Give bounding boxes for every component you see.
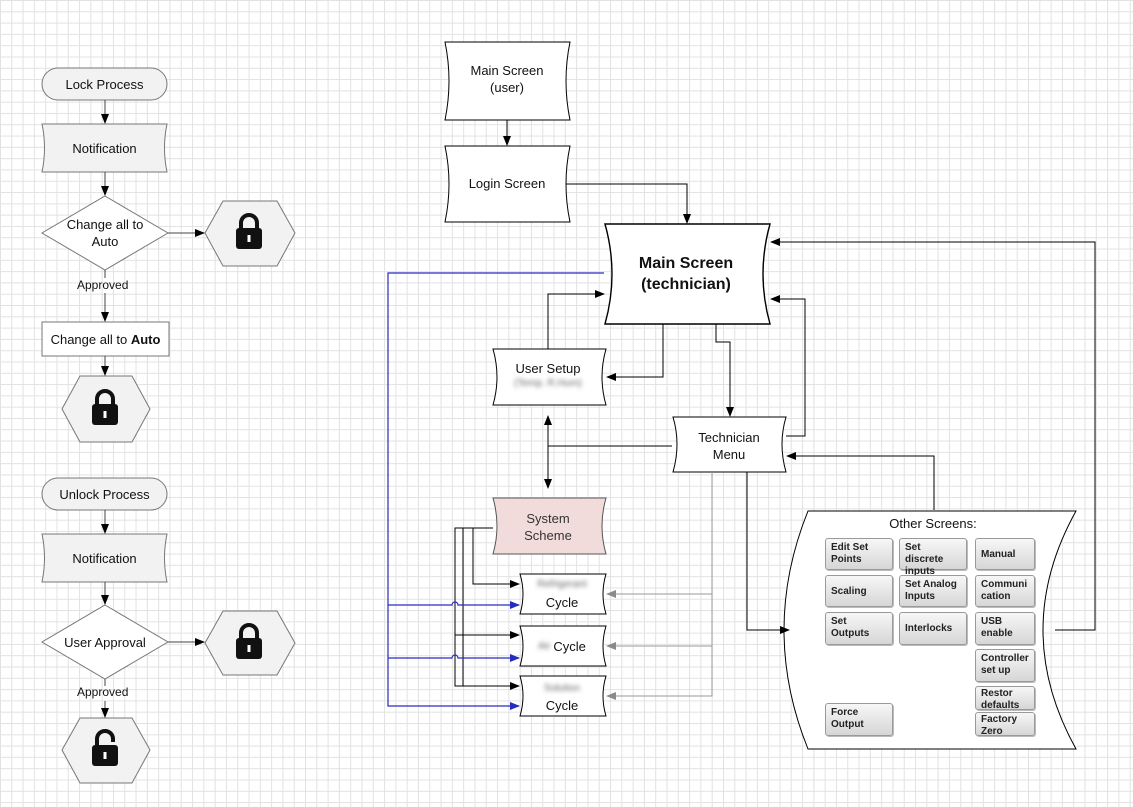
controller-setup-button[interactable]: Controller set up bbox=[975, 649, 1035, 682]
unlock-process-flow bbox=[41, 477, 296, 784]
cycle-shape-2 bbox=[519, 625, 607, 667]
force-output-button[interactable]: Force Output bbox=[825, 703, 893, 736]
technician-menu-shape bbox=[672, 416, 787, 473]
lock-icon bbox=[236, 213, 262, 249]
main-screen-user-shape bbox=[444, 41, 571, 121]
lock-notification-shape bbox=[41, 123, 168, 173]
interlocks-button[interactable]: Interlocks bbox=[899, 612, 967, 645]
login-screen-shape bbox=[444, 145, 571, 223]
unlock-icon bbox=[92, 729, 118, 766]
unlock-notification-shape bbox=[41, 533, 168, 583]
manual-button[interactable]: Manual bbox=[975, 538, 1035, 570]
factory-zero-button[interactable]: Factory Zero bbox=[975, 712, 1035, 737]
usb-enable-button[interactable]: USB enable bbox=[975, 612, 1035, 645]
set-outputs-button[interactable]: Set Outputs bbox=[825, 612, 893, 645]
restor-defaults-button[interactable]: Restor defaults bbox=[975, 686, 1035, 711]
lock-icon bbox=[236, 623, 262, 659]
set-analog-inputs-button[interactable]: Set Analog Inputs bbox=[899, 575, 967, 607]
unlock-decision-shape bbox=[41, 604, 169, 680]
lock-start-shape bbox=[41, 67, 168, 101]
cycle-shape-1 bbox=[519, 573, 607, 615]
lock-process-flow bbox=[41, 67, 296, 443]
set-discrete-inputs-button[interactable]: Set discrete inputs bbox=[899, 538, 967, 577]
lock-approved-label: Approved bbox=[77, 278, 129, 292]
communication-button[interactable]: Communi cation bbox=[975, 575, 1035, 607]
user-setup-shape bbox=[492, 348, 607, 406]
gray-connectors bbox=[606, 472, 713, 700]
system-scheme-shape bbox=[492, 497, 607, 555]
scaling-button[interactable]: Scaling bbox=[825, 575, 893, 607]
edit-set-points-button[interactable]: Edit Set Points bbox=[825, 538, 893, 570]
main-screen-tech-shape bbox=[604, 223, 771, 325]
unlock-start-shape bbox=[41, 477, 168, 511]
unlock-approved-label: Approved bbox=[77, 685, 129, 699]
blue-connectors bbox=[387, 272, 604, 710]
lock-action-shape bbox=[41, 321, 170, 357]
lock-icon bbox=[92, 389, 118, 425]
lock-decision-shape bbox=[41, 195, 169, 271]
cycle-shape-3 bbox=[519, 675, 607, 717]
black-connectors bbox=[454, 120, 1096, 690]
